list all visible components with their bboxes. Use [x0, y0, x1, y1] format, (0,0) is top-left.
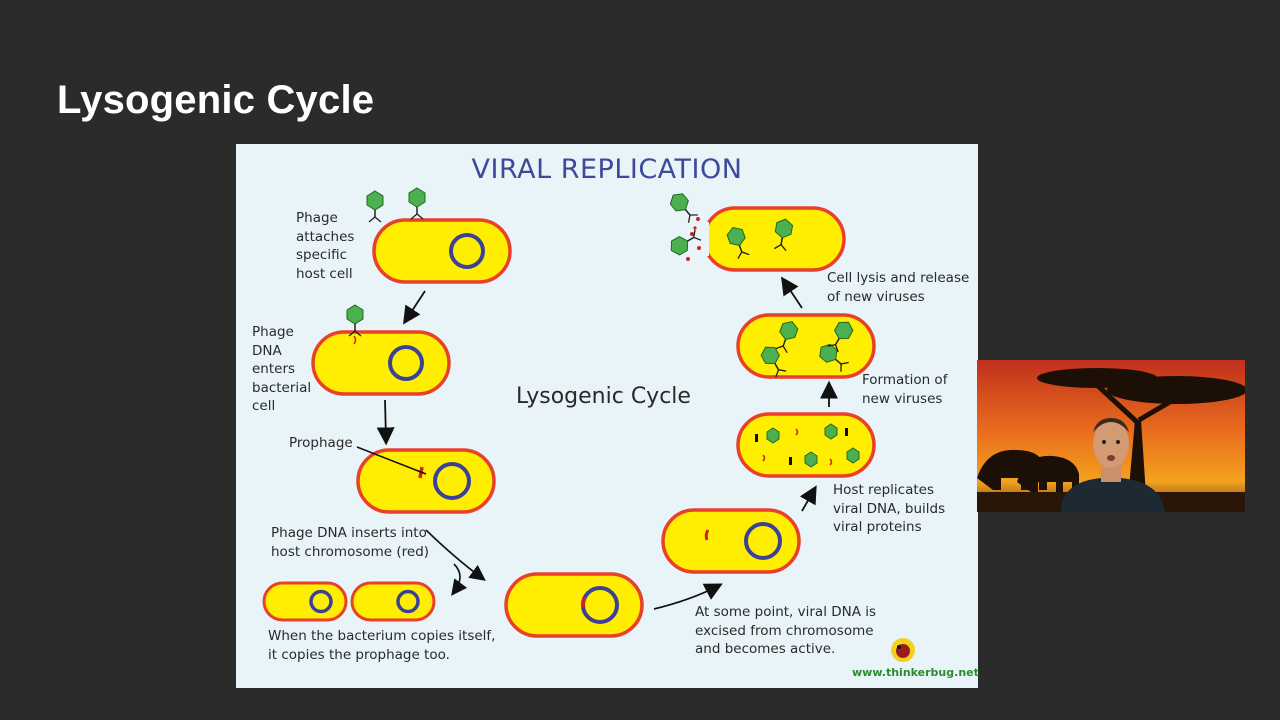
label-excised: At some point, viral DNA is excised from… — [695, 604, 877, 657]
label-cell-lysis: Cell lysis and release of new viruses — [827, 270, 970, 305]
diagram-graphics — [262, 187, 915, 662]
cell-integrated — [504, 572, 644, 638]
arrow — [403, 290, 426, 325]
phage-icon — [666, 189, 701, 225]
label-bacterium-copies: When the bacterium copies itself, it cop… — [268, 628, 496, 663]
arrow — [425, 529, 486, 581]
arrow — [451, 563, 468, 596]
arrow — [781, 276, 803, 309]
label-prophage: Prophage — [289, 435, 353, 451]
label-dna-inserts: Phage DNA inserts into host chromosome (… — [271, 525, 430, 560]
label-host-replicates: Host replicates viral DNA, builds viral … — [833, 482, 946, 535]
diagram-center-title: Lysogenic Cycle — [516, 384, 691, 409]
cell-prophage — [356, 446, 496, 514]
cell-lysis — [686, 206, 846, 272]
cell-excised — [661, 508, 801, 574]
cell-dividing-left — [262, 581, 348, 622]
viral-replication-diagram: VIRAL REPLICATION Lysogenic Cycle Phage … — [236, 144, 979, 688]
presenter-video-icon — [977, 360, 1245, 512]
diagram-title: VIRAL REPLICATION — [471, 154, 743, 185]
label-phage-attaches: Phage attaches specific host cell — [296, 210, 355, 282]
cell-dividing-right — [350, 581, 436, 622]
webcam-video — [977, 360, 1245, 512]
arrow — [799, 485, 817, 512]
cell-attach — [372, 218, 512, 284]
cell-dna-enters — [311, 330, 451, 396]
arrow — [653, 583, 723, 610]
label-formation: Formation of new viruses — [862, 372, 948, 407]
credit-link: www.thinkerbug.net — [852, 666, 979, 679]
cell-replicating — [736, 412, 876, 478]
cell-formation — [736, 313, 876, 379]
slide-title: Lysogenic Cycle — [57, 78, 375, 122]
phage-icon — [408, 187, 426, 220]
arrow — [376, 399, 395, 446]
label-dna-enters: Phage DNA enters bacterial cell — [252, 324, 312, 414]
phage-icon — [366, 190, 384, 223]
thinkerbug-logo-icon — [891, 638, 915, 662]
